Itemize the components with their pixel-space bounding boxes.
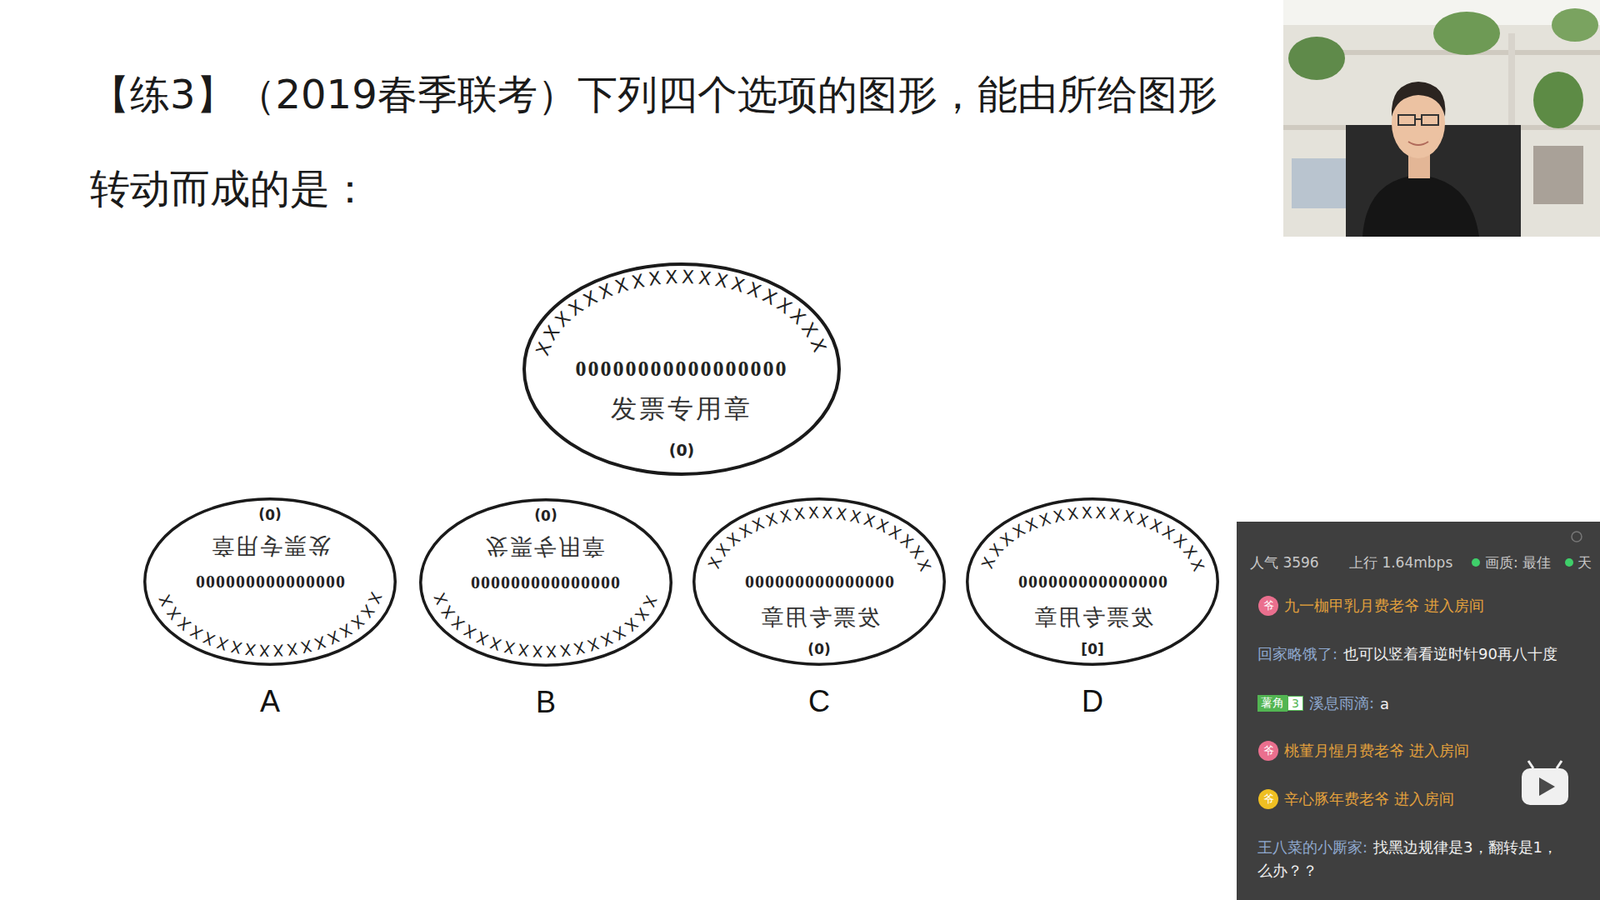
fan-badge: 薯角	[1257, 695, 1288, 712]
webcam-picture	[1283, 0, 1600, 237]
arc-text: XXXXXXXXXXXXXXXXXX	[430, 590, 662, 662]
arc-text: XXXXXXXXXXXXXXXXXX	[154, 590, 386, 661]
chat-row: 王八菜的小厮家:找黑边规律是3，翻转是1，	[1257, 837, 1558, 858]
arc-text: XXXXXXXXXXXXXXXXXX	[976, 503, 1209, 575]
option-letter: C	[691, 684, 947, 720]
chat-message: 找黑边规律是3，翻转是1，	[1373, 837, 1558, 858]
zero-row: 000000000000000	[418, 571, 674, 594]
stamp-node: XXXXXXXXXXXXXXXXXX000000000000000 发票专用章 [0…	[965, 496, 1220, 667]
zero-row: 000000000000000	[965, 570, 1220, 593]
user-icon: 爷	[1258, 789, 1279, 810]
stamp-face: XXXXXXXXXXXXXXXXXX000000000000000 发票专用章 (0…	[142, 496, 398, 667]
stamp-node: XXXXXXXXXXXXXXXXXX000000000000000 发票专用章 (0…	[418, 497, 674, 668]
stamp-node: XXXXXXXXXXXXXXXXXX000000000000000 发票专用章 (0…	[691, 496, 947, 667]
stamp-number: (0)	[521, 440, 842, 460]
stamp-face: XXXXXXXXXXXXXXXXXX000000000000000 发票专用章 (0…	[691, 496, 947, 667]
stamp-node: XXXXXXXXXXXXXXXXXX000000000000000 发票专用章 (0…	[142, 496, 398, 667]
stream-stat: 天	[1577, 553, 1592, 573]
user-name: 王八菜的小厮家:	[1257, 837, 1368, 858]
stamp-node: XXXXXXXXXXXXXXXXXXXX00000000000000000 发票专…	[521, 261, 842, 477]
option-letter: D	[965, 684, 1220, 720]
stamp-title: 发票专用章	[521, 391, 842, 427]
user-icon: 爷	[1258, 740, 1279, 761]
x-marks: XXXXXXXXXXXXXXXXXX	[976, 503, 1209, 575]
chat-row: 薯角3 溪息雨滴: a	[1257, 693, 1390, 714]
zero-row: 000000000000000	[691, 570, 947, 593]
zero-row: 000000000000000	[142, 570, 398, 593]
chat-message: a	[1380, 695, 1390, 713]
webcam-view	[1283, 0, 1600, 237]
stamp-face: XXXXXXXXXXXXXXXXXXXX00000000000000000 发票专…	[521, 261, 842, 477]
zero-row: 00000000000000000	[521, 356, 842, 382]
chat-row: 爷辛心豚年费老爷 进入房间	[1258, 789, 1455, 810]
stamp-title: 发票专用章	[691, 602, 947, 633]
x-marks: XXXXXXXXXXXXXXXXXX	[154, 590, 386, 661]
stamp-title: 发票专用章	[418, 531, 674, 562]
stamp-face: XXXXXXXXXXXXXXXXXX000000000000000 发票专用章 [0…	[965, 496, 1220, 667]
chat-row: 么办？？	[1257, 860, 1318, 881]
user-icon: 爷	[1258, 595, 1279, 616]
entry-notice: 桃菫月惺月费老爷 进入房间	[1284, 740, 1470, 761]
stream-stat: 画质: 最佳	[1485, 553, 1551, 573]
chat-message: 也可以竖着看逆时针90再八十度	[1343, 644, 1558, 665]
chat-message: 么办？？	[1257, 860, 1318, 881]
stamp-face: XXXXXXXXXXXXXXXXXX000000000000000 发票专用章 (0…	[418, 497, 674, 668]
option-letter: B	[418, 685, 674, 720]
option-letter: A	[142, 684, 398, 720]
stream-stat: 上行 1.64mbps	[1349, 553, 1453, 573]
x-marks: XXXXXXXXXXXXXXXXXX	[703, 503, 935, 575]
stream-stat: 人气 3596	[1250, 553, 1320, 573]
stamp-number: (0)	[418, 506, 674, 524]
question-title: 【练3】（2019春季联考）下列四个选项的图形，能由所给图形转动而成的是：	[90, 47, 1257, 236]
stamp-title: 发票专用章	[965, 602, 1220, 633]
chat-panel: 人气 3596上行 1.64mbps画质: 最佳天爷九一枷甲乳月费老爷 进入房间…	[1236, 521, 1600, 900]
user-name: 溪息雨滴:	[1309, 693, 1375, 714]
chat-row: 爷桃菫月惺月费老爷 进入房间	[1258, 740, 1470, 761]
chat-row: 爷九一枷甲乳月费老爷 进入房间	[1258, 595, 1485, 616]
stamp-title: 发票专用章	[142, 530, 398, 561]
x-marks: XXXXXXXXXXXXXXXXXX	[430, 590, 662, 662]
chat-row: 回家略饿了:也可以竖着看逆时针90再八十度	[1257, 644, 1558, 665]
entry-notice: 九一枷甲乳月费老爷 进入房间	[1284, 595, 1485, 616]
arc-text: XXXXXXXXXXXXXXXXXX	[703, 503, 935, 575]
badge-level: 3	[1287, 695, 1304, 711]
stamp-number: [0]	[965, 640, 1220, 658]
user-name: 回家略饿了:	[1257, 644, 1338, 665]
entry-notice: 辛心豚年费老爷 进入房间	[1284, 789, 1455, 810]
stamp-number: (0)	[142, 505, 398, 523]
x-marks: XXXXXXXXXXXXXXXXXXXX	[531, 266, 832, 359]
stamp-number: (0)	[691, 640, 947, 658]
arc-text: XXXXXXXXXXXXXXXXXXXX	[531, 266, 832, 359]
